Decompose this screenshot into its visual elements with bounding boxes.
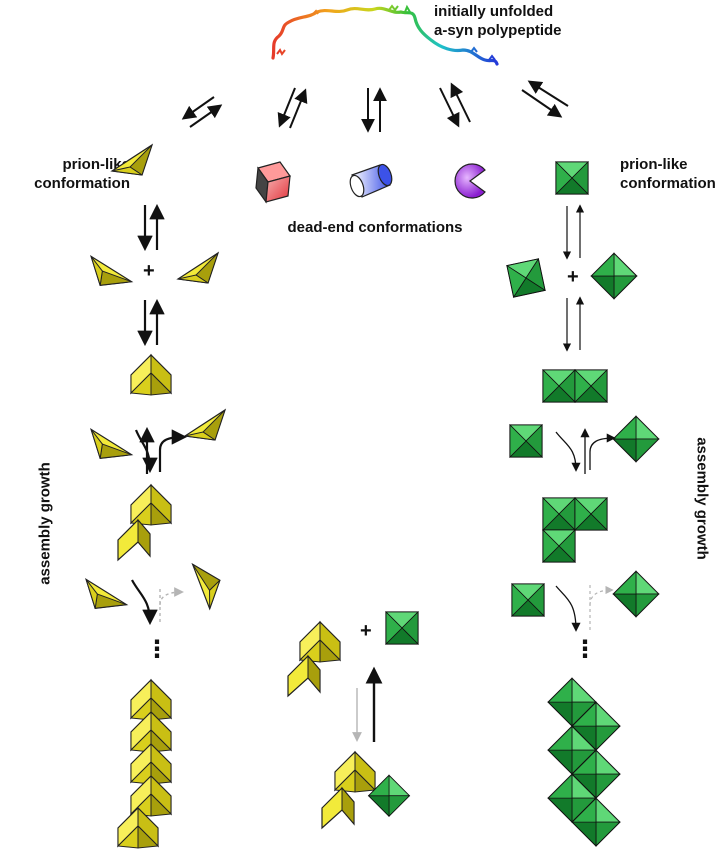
red-cube-icon xyxy=(255,161,291,204)
green-octahedron-icon xyxy=(506,258,546,298)
green-octahedron-icon xyxy=(555,161,589,195)
yellow-wedge-icon xyxy=(86,244,133,295)
green-octahedron-icon xyxy=(612,570,660,618)
green-octahedron-icon xyxy=(385,611,419,645)
green-trimer-icon xyxy=(542,497,608,563)
polypeptide-chain-icon xyxy=(271,4,499,66)
green-fibril-icon xyxy=(547,677,621,847)
equilibrium-arrows-top xyxy=(181,80,569,133)
yellow-fibril-icon xyxy=(117,679,172,849)
green-octahedron-icon xyxy=(590,252,638,300)
green-dimer-icon xyxy=(542,369,608,403)
ellipsis: ⋮ xyxy=(573,636,597,663)
yellow-wedge-icon xyxy=(86,417,133,468)
yellow-trimer-icon xyxy=(117,484,172,562)
yellow-trimer-icon xyxy=(287,621,341,698)
prion-right-label: prion-like conformation xyxy=(620,156,716,192)
yellow-wedge-icon xyxy=(183,563,223,611)
blue-cylinder-icon xyxy=(349,163,393,198)
ellipsis: ⋮ xyxy=(145,636,169,663)
polypeptide-label: initially unfolded a-syn polypeptide xyxy=(434,3,562,39)
green-octahedron-icon xyxy=(509,424,543,458)
dead-end-label: dead-end conformations xyxy=(287,219,463,236)
yellow-wedge-icon xyxy=(177,252,219,284)
green-octahedron-icon xyxy=(511,583,545,617)
prion-left-label: prion-like conformation xyxy=(34,156,130,192)
plus-sign: + xyxy=(567,266,579,288)
yellow-wedge-icon xyxy=(184,409,226,441)
yellow-chevron-icon xyxy=(130,354,172,396)
yellow-wedge-icon xyxy=(81,567,128,618)
green-octahedron-icon xyxy=(612,415,660,463)
plus-sign: + xyxy=(143,260,155,282)
mixed-assembly-icon xyxy=(321,751,410,830)
plus-sign: + xyxy=(360,620,372,642)
yellow-wedge-icon xyxy=(111,144,153,176)
purple-pacman-icon xyxy=(454,163,486,199)
